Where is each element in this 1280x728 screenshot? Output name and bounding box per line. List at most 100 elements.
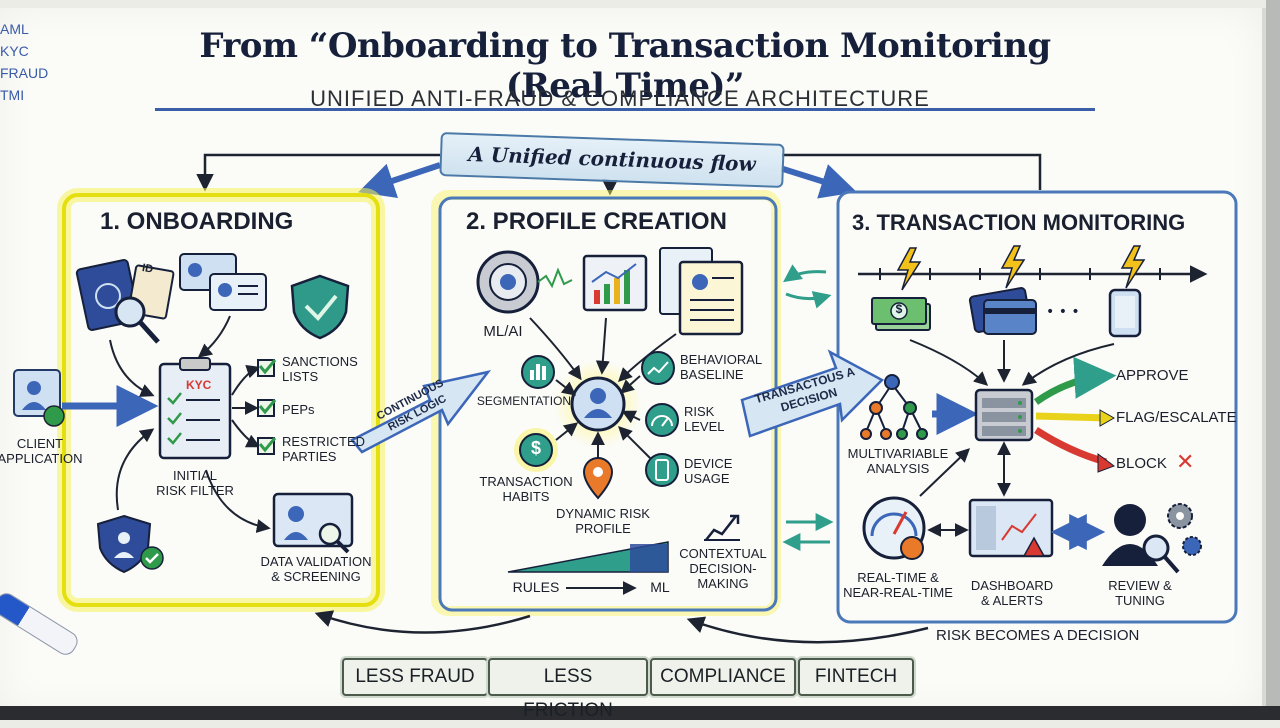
mobile-icon (1108, 288, 1142, 338)
client-label-line-2: APPLICATION (0, 451, 83, 466)
id-card-icon (179, 253, 267, 311)
device-usage-label: DEVICE USAGE (684, 456, 754, 486)
outcome-less-friction: LESS FRICTION (488, 658, 648, 721)
corner-note-kyc: KYC (0, 43, 29, 59)
risk-line-2: LEVEL (684, 419, 725, 434)
magnifier-icon (114, 296, 160, 344)
corner-note-tmi: TMI (0, 87, 25, 103)
profile-title: 2. PROFILE CREATION (466, 208, 727, 235)
cash-icon (871, 297, 931, 331)
chart-screen-icon (582, 254, 648, 312)
corner-note-aml: AML (0, 21, 29, 37)
transaction-habits-label: TRANSACTION HABITS (474, 474, 578, 504)
multivariable-label: MULTIVARIABLE ANALYSIS (842, 446, 954, 476)
tree-icon (860, 374, 928, 440)
approve-arrow (1033, 356, 1117, 405)
filter-line-2: RISK FILTER (156, 483, 234, 498)
phone-icon (645, 453, 679, 487)
timeline-ticks (879, 268, 1161, 280)
contextual-line-1: CONTEXTUAL (679, 546, 767, 561)
cash-dollar-symbol: $ (895, 302, 903, 316)
more-channels-dots: • • • (1046, 304, 1080, 320)
dashboard-line-1: DASHBOARD (970, 578, 1054, 593)
approve-label: APPROVE (1116, 367, 1189, 384)
behavioral-line-1: BEHAVIORAL (680, 352, 763, 367)
screen-search-icon (272, 492, 354, 554)
realtime-to-server-arrow (919, 448, 971, 497)
block-x-icon: ✕ (1176, 450, 1195, 475)
kyc-label: KYC (186, 378, 212, 392)
risk-line-1: RISK (684, 404, 715, 419)
check-sanctions-label: SANCTIONS LISTS (282, 354, 358, 384)
onboarding-panel (62, 193, 380, 607)
contextual-line-2: DECISION-MAKING (689, 561, 757, 591)
clipboard-icon (158, 357, 232, 460)
gears-icon (1167, 503, 1202, 556)
kyc-to-sanctions-arrow (231, 364, 261, 396)
realtime-line-1: REAL-TIME & (857, 570, 939, 585)
sync-arrows-icon (782, 264, 834, 551)
shield-check-icon (290, 274, 350, 340)
check-restricted-label: RESTRICTED PARTIES (282, 434, 366, 464)
segment-chart-icon (521, 355, 555, 389)
credit-card-icon (968, 287, 1037, 335)
habits-line-1: TRANSACTION (479, 474, 573, 489)
architecture-diagram (13, 153, 1238, 644)
kyc-to-restricted-arrow (231, 419, 261, 448)
device-line-2: USAGE (684, 471, 730, 486)
client-label-line-1: CLIENT (16, 436, 64, 451)
flow-top-left-arrow (196, 153, 440, 192)
realtime-label: REAL-TIME & NEAR-REAL-TIME (842, 570, 954, 600)
page-subtitle: UNIFIED ANTI-FRAUD & COMPLIANCE ARCHITEC… (310, 86, 930, 111)
validation-line-1: DATA VALIDATION (260, 554, 372, 569)
monitoring-title: 3. TRANSACTION MONITORING (852, 210, 1186, 235)
growth-chart-icon (704, 514, 740, 541)
client-application-icon (13, 369, 65, 427)
transaction-decision-arrow (740, 349, 885, 438)
behavioral-label: BEHAVIORAL BASELINE (680, 352, 770, 382)
dashboard-label: DASHBOARD & ALERTS (962, 578, 1062, 608)
filter-line-1: INITIAL (172, 468, 218, 483)
segmentation-label: SEGMENTATION (476, 394, 572, 408)
speedometer-icon (862, 496, 926, 560)
id-to-kyc-arrow (197, 315, 231, 358)
flag-arrow-head (1099, 409, 1116, 427)
ml-label: ML (650, 579, 670, 595)
block-arrow-head (1097, 453, 1116, 473)
block-arrow (1034, 427, 1107, 466)
ml-block (630, 544, 668, 572)
kyc-to-validation-arrow (205, 469, 271, 533)
multivariable-line-2: ANALYSIS (866, 461, 930, 476)
data-validation-label: DATA VALIDATION & SCREENING (248, 554, 384, 584)
ml-ai-label: ML/AI (483, 323, 523, 340)
monitoring-panel (836, 190, 1238, 624)
initial-risk-filter-label: INITIAL RISK FILTER (140, 468, 250, 498)
page-title: From “Onboarding to Transaction Monitori… (155, 26, 1095, 111)
corner-note-fraud: FRAUD (0, 65, 49, 81)
validation-line-2: & SCREENING (271, 569, 361, 584)
user-shield-to-kyc-arrow (115, 428, 155, 511)
passport-to-kyc-arrow (109, 339, 155, 397)
review-line-1: REVIEW & (1108, 578, 1172, 593)
check-box-icon (257, 359, 277, 455)
footer-note: RISK BECOMES A DECISION (936, 627, 1140, 644)
multivariable-line-1: MULTIVARIABLE (847, 446, 949, 461)
rules-label: RULES (512, 579, 560, 595)
dollar-coin-icon (514, 428, 558, 472)
corner-notes: AML KYC FRAUD TMI (0, 18, 48, 106)
client-label: CLIENT APPLICATION (0, 436, 86, 466)
profile-card-icon (659, 247, 744, 336)
user-shield-icon (96, 514, 164, 574)
reviewer-icon (1102, 504, 1180, 574)
habits-line-2: HABITS (502, 489, 550, 504)
block-label: BLOCK (1116, 455, 1167, 472)
risk-level-label: RISK LEVEL (684, 404, 744, 434)
flow-banner-right-arrow (779, 164, 857, 199)
continuous-risk-arrow (350, 370, 492, 454)
review-line-2: TUNING (1115, 593, 1165, 608)
inputs-to-server-arrows (909, 339, 1115, 386)
dashboard-line-2: & ALERTS (981, 593, 1043, 608)
outcome-less-fraud: LESS FRAUD (342, 658, 488, 696)
gauge-icon (645, 403, 679, 437)
location-pin-icon (582, 457, 614, 500)
